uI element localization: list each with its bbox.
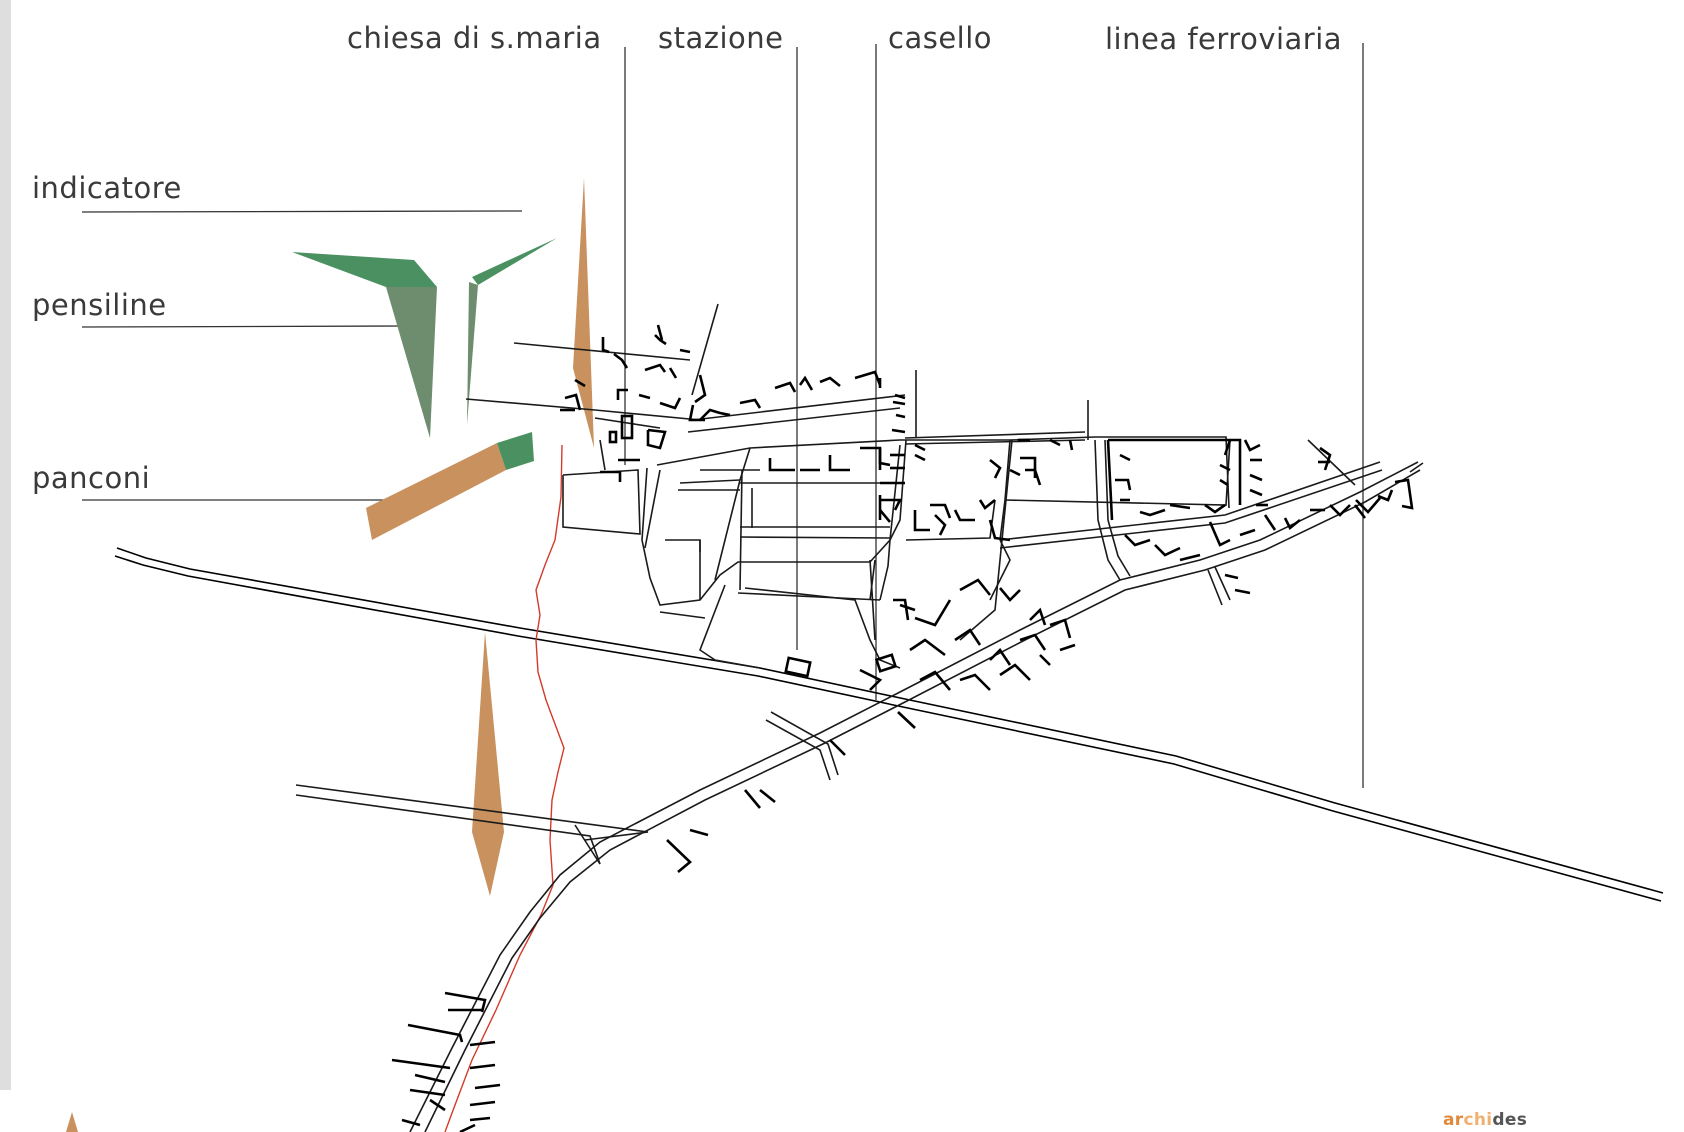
pancone-body (366, 443, 506, 540)
leader-lines (81, 43, 1364, 788)
road-network (295, 303, 1424, 1132)
label-linea-ferroviaria: linea ferroviaria (1105, 22, 1342, 56)
pensilina-left-column (386, 287, 437, 438)
indicatore-corner (66, 1112, 78, 1132)
pensilina-right-canopy (472, 238, 557, 285)
label-stazione: stazione (658, 21, 784, 55)
label-casello: casello (888, 21, 992, 55)
label-pensiline: pensiline (32, 288, 167, 322)
railway-line (114, 547, 1664, 902)
pensilina-right-column (467, 282, 478, 425)
pensilina-left-canopy (292, 252, 437, 287)
label-chiesa: chiesa di s.maria (347, 21, 602, 55)
pensiline-shapes (292, 238, 557, 438)
leader-indicatore (81, 210, 523, 213)
left-margin-strip (0, 0, 11, 1090)
label-panconi: panconi (32, 461, 150, 495)
indicatore-top (573, 178, 594, 448)
label-indicatore: indicatore (32, 171, 182, 205)
leader-pensiline (81, 325, 409, 328)
logo-part-chi: chi (1463, 1110, 1493, 1130)
logo-part-des: des (1492, 1110, 1528, 1130)
archides-logo: archides (1443, 1110, 1527, 1130)
pancone-cap (497, 432, 534, 470)
river-canal (444, 444, 565, 1132)
panconi-shapes (366, 432, 534, 540)
buildings (391, 324, 1414, 1132)
indicatore-bottom (472, 632, 504, 896)
logo-part-ar: ar (1443, 1110, 1464, 1130)
